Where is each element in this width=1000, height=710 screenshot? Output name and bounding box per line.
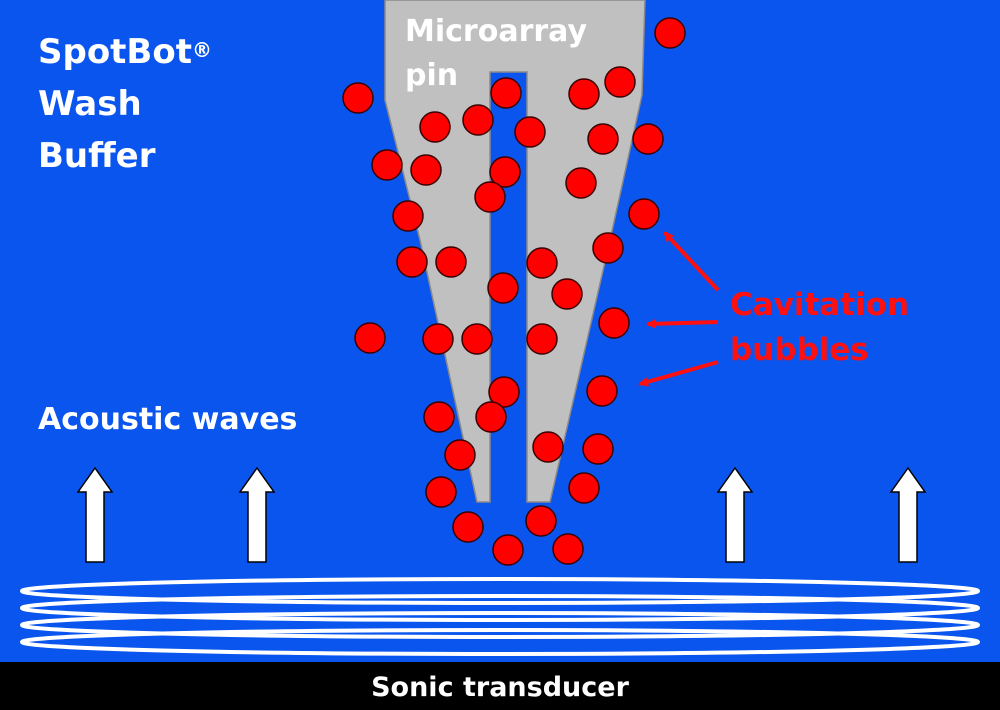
registered-mark: ® bbox=[191, 38, 212, 62]
cavitation-bubble bbox=[489, 156, 521, 188]
arrow-up-icon bbox=[889, 466, 927, 563]
acoustic-arrows bbox=[76, 466, 927, 563]
arrow-up-icon bbox=[76, 466, 114, 563]
cavitation-bubble bbox=[354, 322, 386, 354]
arrow-pointer-icon bbox=[646, 318, 719, 329]
buffer-title: SpotBot® Wash Buffer bbox=[38, 26, 212, 182]
buffer-title-line2: Wash bbox=[38, 84, 142, 124]
pin-label-line2: pin bbox=[405, 58, 459, 93]
cavitation-bubble bbox=[444, 439, 476, 471]
cavitation-bubble bbox=[490, 77, 522, 109]
cavitation-bubble bbox=[487, 272, 519, 304]
cavitation-bubble bbox=[532, 431, 564, 463]
arrow-pointer-icon bbox=[638, 360, 719, 387]
cavitation-bubble bbox=[425, 476, 457, 508]
cavitation-bubble bbox=[396, 246, 428, 278]
cavitation-bubble bbox=[586, 375, 618, 407]
cavitation-bubble bbox=[654, 17, 686, 49]
cavitation-bubble bbox=[435, 246, 467, 278]
cavitation-bubble bbox=[419, 111, 451, 143]
cavitation-bubble bbox=[342, 82, 374, 114]
transducer-label: Sonic transducer bbox=[371, 672, 629, 703]
bubble-pointer-arrows bbox=[638, 231, 720, 387]
cavitation-bubble bbox=[568, 472, 600, 504]
cavitation-bubble bbox=[514, 116, 546, 148]
cavitation-bubble bbox=[592, 232, 624, 264]
cavitation-bubble bbox=[461, 323, 493, 355]
cavitation-bubble bbox=[582, 433, 614, 465]
cavitation-bubble bbox=[371, 149, 403, 181]
pin-label: Microarray pin bbox=[405, 10, 587, 98]
transducer-bar bbox=[0, 662, 1000, 710]
transducer-wave-rings bbox=[20, 577, 980, 656]
buffer-title-line3: Buffer bbox=[38, 136, 156, 176]
cavitation-bubble bbox=[632, 123, 664, 155]
cavitation-bubble bbox=[525, 505, 557, 537]
bubbles-label-line2: bubbles bbox=[730, 332, 869, 368]
cavitation-bubble bbox=[587, 123, 619, 155]
cavitation-bubble bbox=[568, 78, 600, 110]
acoustic-waves-label: Acoustic waves bbox=[38, 402, 298, 437]
cavitation-bubble bbox=[392, 200, 424, 232]
wave-ring bbox=[20, 577, 980, 605]
cavitation-bubble bbox=[604, 66, 636, 98]
cavitation-bubbles bbox=[342, 17, 686, 566]
bubbles-label: Cavitation bubbles bbox=[730, 283, 909, 373]
cavitation-bubble bbox=[565, 167, 597, 199]
wave-ring bbox=[20, 594, 980, 622]
cavitation-bubble bbox=[475, 401, 507, 433]
cavitation-bubble bbox=[552, 533, 584, 565]
bubbles-label-line1: Cavitation bbox=[730, 287, 910, 323]
wave-ring bbox=[20, 628, 980, 656]
buffer-title-line1: SpotBot bbox=[38, 32, 192, 72]
arrow-up-icon bbox=[238, 466, 276, 563]
arrow-up-icon bbox=[716, 466, 754, 563]
cavitation-bubble bbox=[551, 278, 583, 310]
cavitation-bubble bbox=[462, 104, 494, 136]
cavitation-bubble bbox=[410, 154, 442, 186]
cavitation-bubble bbox=[423, 401, 455, 433]
cavitation-bubble bbox=[628, 198, 660, 230]
cavitation-bubble bbox=[474, 181, 506, 213]
cavitation-bubble bbox=[422, 323, 454, 355]
pin-label-line1: Microarray bbox=[405, 14, 588, 49]
arrow-pointer-icon bbox=[663, 231, 720, 292]
cavitation-bubble bbox=[452, 511, 484, 543]
cavitation-bubble bbox=[492, 534, 524, 566]
cavitation-bubble bbox=[488, 376, 520, 408]
cavitation-bubble bbox=[598, 307, 630, 339]
wave-ring bbox=[20, 611, 980, 639]
cavitation-bubble bbox=[526, 247, 558, 279]
cavitation-bubble bbox=[526, 323, 558, 355]
